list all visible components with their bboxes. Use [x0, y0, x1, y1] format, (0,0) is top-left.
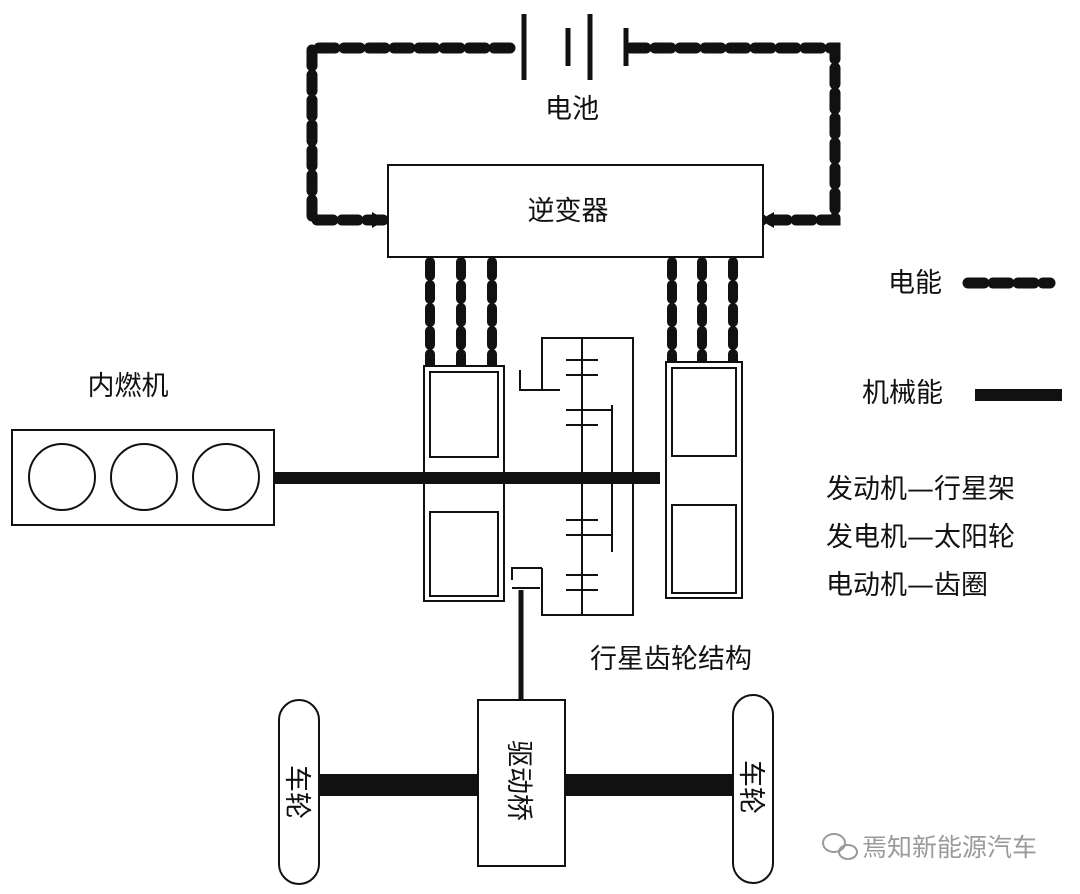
- planetary-gear-schematic: [511, 337, 634, 616]
- planetary-label: 行星齿轮结构: [590, 644, 752, 675]
- wheel-right-label: 车轮: [735, 760, 766, 814]
- inverter-label: 逆变器: [528, 196, 609, 227]
- generator-electric-links: [425, 257, 497, 371]
- motor-electric-links: [667, 257, 738, 371]
- motor: [665, 361, 743, 599]
- wheel-left: [278, 699, 320, 885]
- note-motor-ring: 电动机—齿圈: [826, 570, 988, 601]
- inverter-box: [387, 164, 764, 258]
- engine-cylinder-1: [28, 443, 96, 511]
- engine-label: 内燃机: [88, 371, 169, 402]
- battery-label: 电池: [545, 94, 599, 125]
- watermark-text: 焉知新能源汽车: [862, 833, 1037, 862]
- battery-right-wire: [624, 42, 841, 226]
- note-engine-carrier: 发动机—行星架: [826, 474, 1015, 505]
- wechat-icon: [822, 833, 858, 860]
- battery-circuit: [306, 14, 841, 228]
- battery-icon: [521, 14, 629, 80]
- wheel-right: [732, 694, 774, 884]
- battery-left-wire: [306, 42, 516, 226]
- drive-axle-label: 驱动桥: [503, 740, 534, 821]
- legend-electric-label: 电能: [888, 268, 942, 299]
- wheel-left-label: 车轮: [281, 765, 312, 819]
- engine-cylinder-3: [192, 443, 260, 511]
- note-generator-sun: 发电机—太阳轮: [826, 522, 1015, 553]
- drive-axle-box: [477, 699, 566, 867]
- engine-cylinder-2: [110, 443, 178, 511]
- legend-mechanical-label: 机械能: [862, 378, 943, 409]
